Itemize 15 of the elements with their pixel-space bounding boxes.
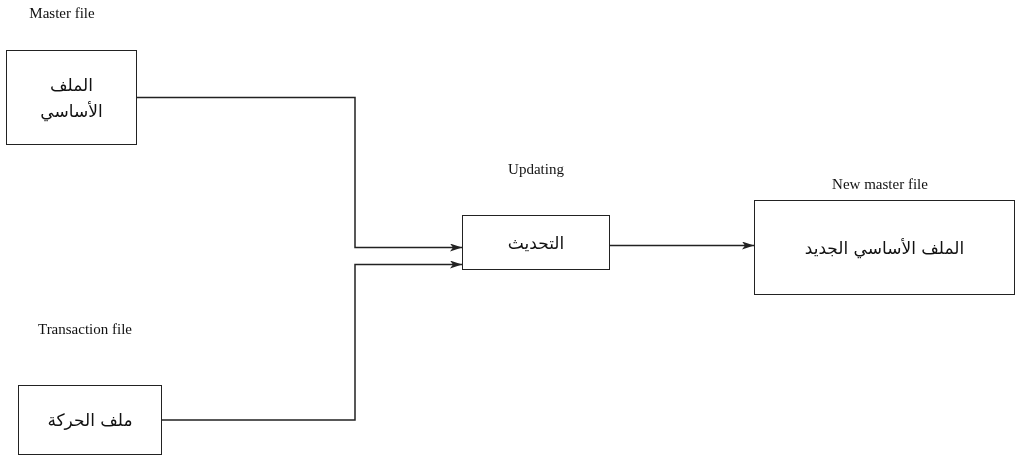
box-heading: New master file bbox=[832, 176, 928, 193]
box-heading: Updating bbox=[508, 161, 564, 178]
process-box bbox=[18, 385, 162, 455]
process-box bbox=[6, 50, 137, 145]
box-text: الملف الأساسي bbox=[39, 73, 104, 124]
box-text: الملف الأساسي الجديد bbox=[804, 236, 965, 261]
box-text: ملف الحركة bbox=[47, 409, 133, 432]
arrow bbox=[609, 241, 755, 250]
box-text: التحديث bbox=[507, 231, 565, 255]
arrow bbox=[136, 96, 463, 252]
process-box bbox=[754, 200, 1015, 295]
process-box bbox=[462, 215, 610, 270]
box-heading: Master file bbox=[29, 5, 95, 22]
arrow bbox=[161, 260, 463, 421]
box-heading: Transaction file bbox=[38, 321, 132, 338]
